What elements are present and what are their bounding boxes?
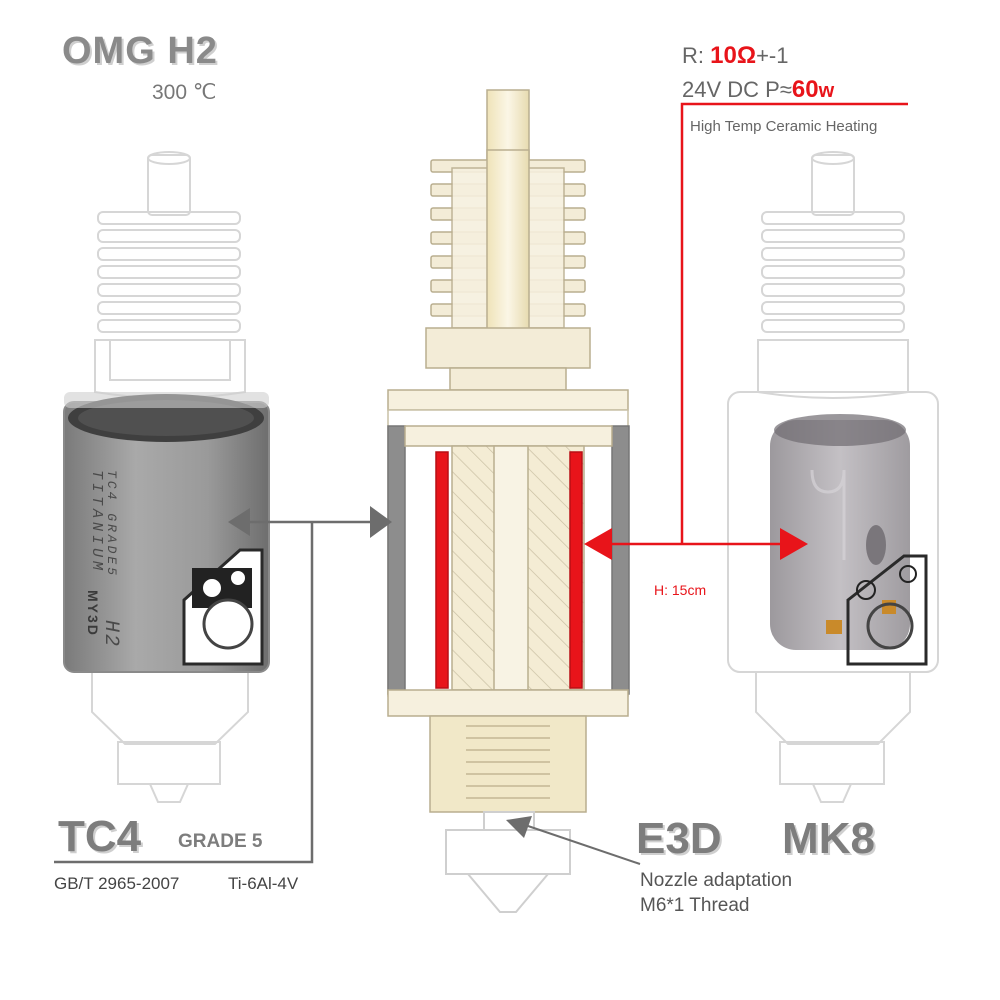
power-spec: 24V DC P≈60w: [682, 76, 834, 104]
red-arrow-left-head: [584, 528, 612, 560]
power-unit: w: [818, 80, 835, 102]
product-title: OMG H2: [62, 30, 218, 72]
resistance-suffix: +-1: [756, 43, 789, 68]
nozzle-leader-line: [527, 825, 641, 865]
resistance-prefix: R:: [682, 43, 711, 68]
material-name: TC4: [58, 812, 142, 861]
tc4-leader-line: [54, 522, 314, 864]
material-alloy: Ti-6Al-4V: [228, 874, 299, 893]
heater-height-label: H: 15cm: [654, 582, 707, 598]
engraving-line-3: H2: [99, 620, 122, 648]
engraving-line-1: TITANIUM: [88, 470, 105, 574]
left-heatsink-fins: [97, 211, 241, 333]
power-value: 60: [791, 76, 819, 103]
nozzle-line-2: M6*1 Thread: [640, 895, 750, 916]
threaded-block: [429, 715, 587, 813]
arrow-right-head: [370, 506, 392, 538]
resistance-spec: R: 10Ω+-1: [682, 42, 788, 70]
center-cross-section: [387, 89, 630, 913]
heater-leader-line: [680, 102, 908, 544]
power-prefix: 24V DC P≈: [682, 77, 792, 102]
material-grade: GRADE 5: [178, 831, 263, 852]
engraving-line-2: TC4 GRADE5: [104, 470, 119, 578]
material-standard: GB/T 2965-2007: [54, 874, 180, 893]
nozzle-name: E3D MK8: [636, 814, 875, 863]
resistance-value: 10Ω: [710, 42, 757, 69]
tc4-callout: [54, 506, 392, 864]
engraving-brand: MY3D: [85, 590, 101, 637]
nozzle-line-1: Nozzle adaptation: [640, 870, 793, 891]
sleeve-wall-right: [611, 425, 630, 695]
right-ceramic-heater: [770, 414, 928, 666]
nozzle-arrow-head: [506, 816, 532, 838]
ceramic-heater-left: [435, 451, 449, 689]
temperature-label: 300 ℃: [152, 81, 217, 104]
heater-description: High Temp Ceramic Heating: [690, 118, 878, 135]
sleeve-wall-left: [387, 425, 406, 695]
arrow-left-head: [228, 508, 250, 536]
ceramic-heater-right: [569, 451, 583, 689]
right-heatsink-fins: [761, 211, 905, 333]
right-hotend: [727, 151, 939, 803]
heater-callout: [584, 102, 908, 560]
nozzle: [445, 811, 571, 913]
nozzle-callout: [506, 816, 641, 865]
left-titanium-sleeve: TITANIUM TC4 GRADE5 MY3D H2: [63, 392, 270, 673]
thread-pattern: [466, 725, 550, 799]
red-arrow-right-head: [780, 528, 808, 560]
heater-bore: [493, 445, 529, 691]
